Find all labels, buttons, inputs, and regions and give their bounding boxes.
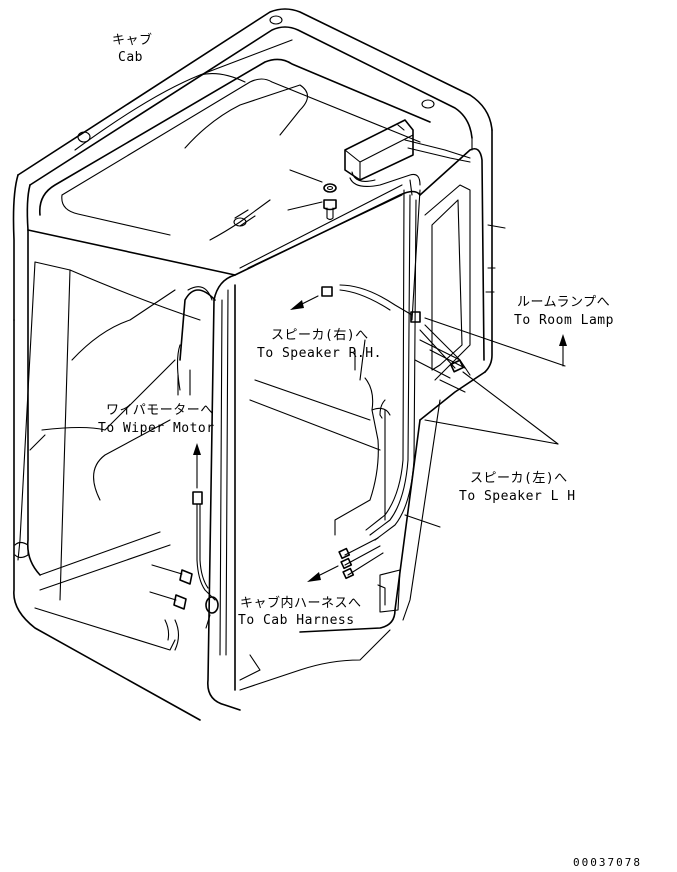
label-harness-jp: キャブ内ハーネスへ <box>240 595 362 611</box>
label-wiper-en: To Wiper Motor <box>98 421 215 436</box>
label-room-lamp-jp: ルームランプへ <box>517 295 610 310</box>
cab-left-side <box>13 229 201 721</box>
label-speaker-lh-en: To Speaker L H <box>459 489 576 504</box>
cab-right-side <box>239 129 506 691</box>
callout-arrows <box>193 295 567 582</box>
cab-roof <box>12 8 493 321</box>
wiper-harness <box>149 491 219 641</box>
label-speaker-rh-en: To Speaker R.H. <box>257 346 382 361</box>
label-wiper-jp: ワイパモーターへ <box>106 403 214 418</box>
cab-center-pillar <box>176 184 421 711</box>
label-cab-en: Cab <box>118 50 143 65</box>
labels: キャブ Cab ルームランプへ To Room Lamp スピーカ(右)へ To… <box>98 32 642 869</box>
wiring-harness <box>321 189 465 580</box>
label-room-lamp-en: To Room Lamp <box>514 313 614 328</box>
label-speaker-lh-jp: スピーカ(左)へ <box>470 471 568 486</box>
drawing-number: 00037078 <box>573 856 642 869</box>
room-lamp-unit <box>287 119 471 221</box>
label-harness-en: To Cab Harness <box>238 613 355 628</box>
label-speaker-rh-jp: スピーカ(右)へ <box>271 328 369 343</box>
label-cab-jp: キャブ <box>112 32 153 48</box>
